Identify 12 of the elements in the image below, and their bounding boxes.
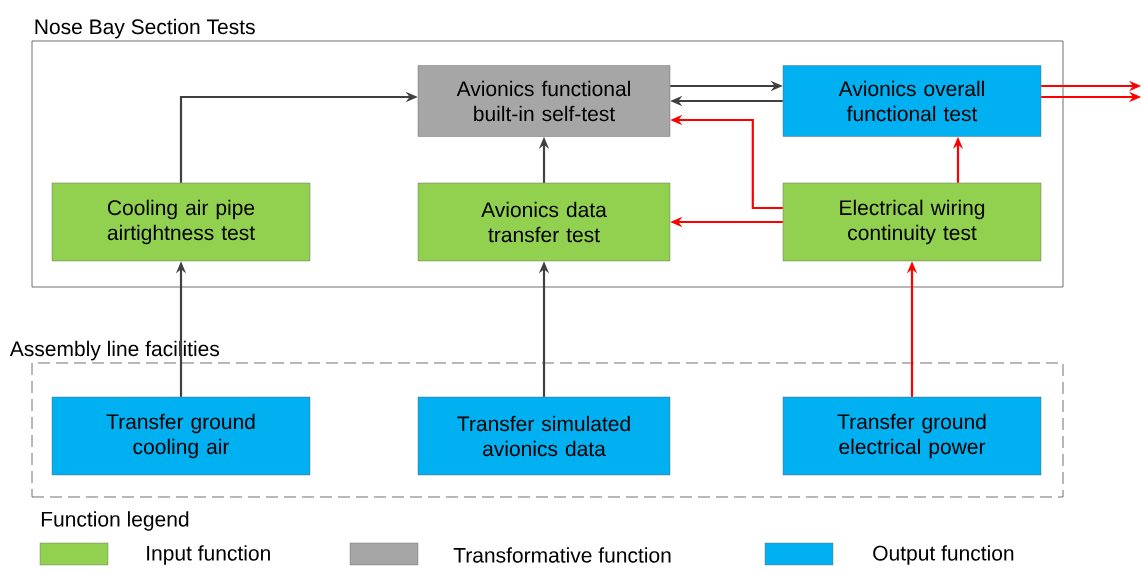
function-box: Avionics overall functional test <box>782 65 1042 137</box>
function-box: Transfer ground electrical power <box>782 396 1042 476</box>
function-box: Transfer simulated avionics data <box>417 396 671 476</box>
function-box: Transfer ground cooling air <box>51 396 311 476</box>
legend-label: Transformative function <box>453 547 671 563</box>
legend-heading: Function legend <box>41 511 189 531</box>
function-box: Cooling air pipe airtightness test <box>51 182 311 262</box>
function-box: Electrical wiring continuity test <box>782 182 1042 262</box>
legend-label: Input function <box>147 545 270 565</box>
legend-label: Output function <box>873 545 1014 565</box>
function-box: Avionics functional built-in self-test <box>417 65 671 137</box>
function-box: Avionics data transfer test <box>417 182 671 262</box>
